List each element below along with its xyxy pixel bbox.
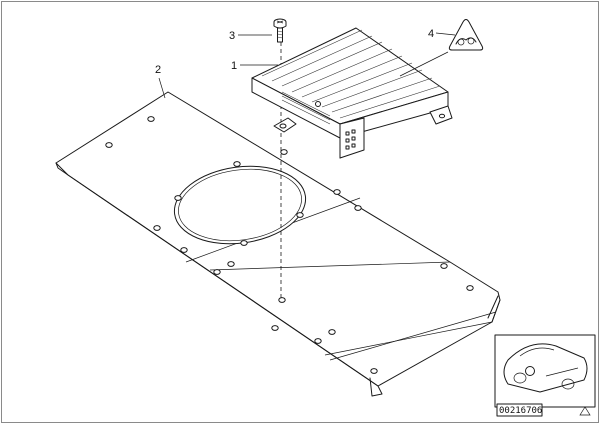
callout-1: 1	[231, 60, 278, 72]
heatsink-fins	[261, 29, 441, 119]
callout-3: 3	[229, 30, 272, 42]
end-connector-pins	[345, 129, 356, 150]
svg-text:3: 3	[229, 30, 235, 42]
speaker-mounting-plate	[55, 91, 501, 397]
nav-triangle-icon	[579, 406, 591, 416]
connector-pins	[281, 91, 331, 125]
mounting-screw	[273, 18, 287, 43]
svg-text:2: 2	[155, 64, 161, 76]
callout-2: 2	[155, 64, 166, 99]
svg-text:1: 1	[231, 60, 237, 72]
plate-holes	[105, 116, 474, 374]
callout-4: 4	[399, 28, 456, 77]
amplifier-module	[251, 27, 453, 159]
car-locator-icon	[503, 343, 588, 393]
document-number: 00216706	[499, 406, 542, 416]
warning-label	[448, 19, 484, 51]
locator-inset: 00216706	[494, 334, 596, 417]
svg-text:4: 4	[428, 28, 434, 40]
